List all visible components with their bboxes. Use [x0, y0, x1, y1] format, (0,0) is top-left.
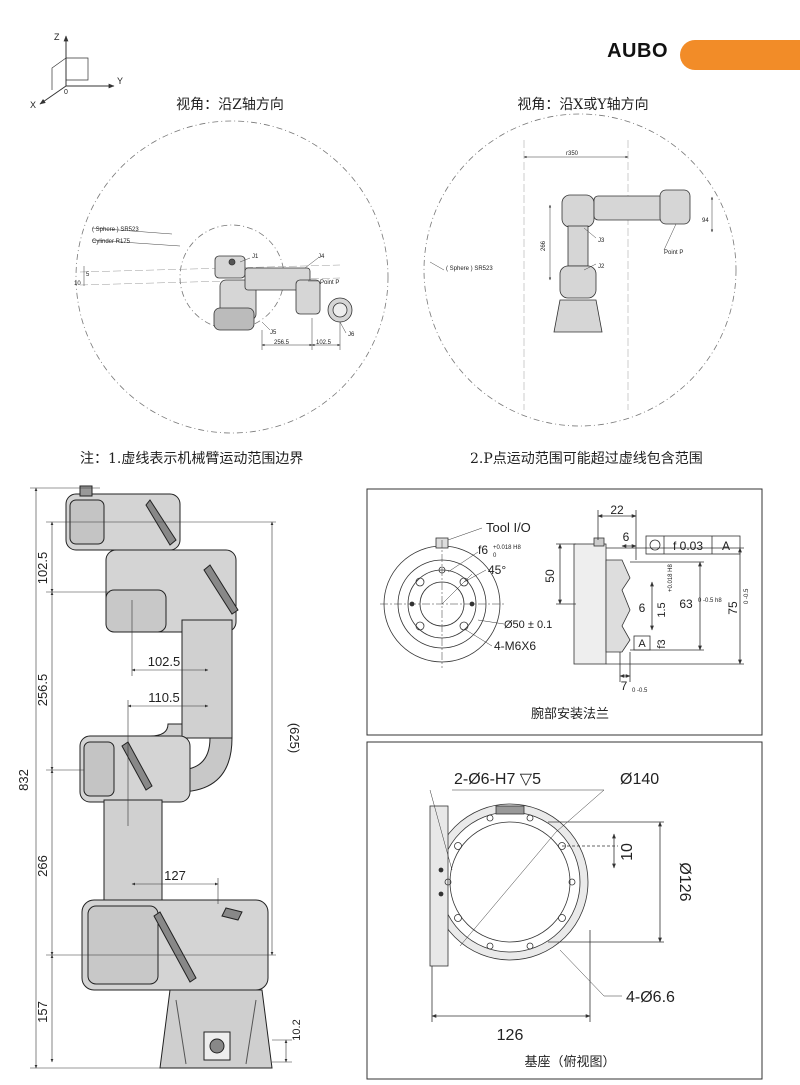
tolerance-value: f 0.03 [673, 539, 703, 553]
dim-157-vertical: 157 [35, 1001, 50, 1023]
j6-label: J6 [348, 332, 355, 338]
reach-sphere-boundary [75, 120, 389, 434]
dim-22-label: 22 [610, 503, 624, 517]
geometric-tolerance-frame [633, 535, 741, 651]
left-cylinder-label: Cylinder R175 [92, 239, 131, 245]
robot-side-view [30, 485, 292, 1069]
dim-126-label: 126 [497, 1027, 524, 1044]
dim-102-5-top-label: 102.5 [316, 340, 332, 346]
angle-45-label: 45° [488, 563, 506, 577]
base-panel-frame [366, 741, 763, 1080]
tool-io-label: Tool I/O [486, 520, 531, 535]
dim-94-label: 94 [702, 218, 709, 224]
dia126-label: Ø126 [676, 862, 693, 901]
left-top-view [75, 120, 389, 434]
dim-5-label: 5 [86, 272, 90, 278]
dim-63-label: 63 [679, 597, 693, 611]
dim-7-tolerance: 0 -0.5 [632, 688, 648, 694]
left-view-caption: 视角：沿Z轴方向 [176, 97, 284, 113]
right-top-view [423, 113, 737, 427]
dim-1-5-tolerance: +0.018 H8 [668, 563, 674, 592]
dim-127-horizontal: 127 [164, 868, 186, 883]
f6-tolerance-high: +0.018 H8 [493, 545, 522, 551]
dim-10-base-label: 10 [619, 843, 636, 861]
j1-label: J1 [252, 254, 259, 260]
left-point-p-label: Point P [320, 280, 339, 286]
dim-256-5-top-label: 256.5 [274, 340, 290, 346]
dim-102-5-vertical: 102.5 [35, 552, 50, 585]
flange-caption: 腕部安装法兰 [531, 706, 609, 722]
axis-z-label: Z [54, 32, 60, 42]
dim-75-label: 75 [726, 601, 740, 615]
dim-110-5-horizontal: 110.5 [148, 690, 180, 705]
dim-50-label: 50 [543, 569, 557, 583]
flange-front-view [380, 527, 505, 668]
dim-6-top-label: 6 [623, 530, 630, 544]
base-caption: 基座（俯视图） [524, 1054, 615, 1070]
right-reach-sphere-boundary [423, 113, 737, 427]
f6-label: f6 [478, 543, 488, 557]
dim-10-2-vertical: 10.2 [291, 1019, 303, 1040]
dim-10-label: 10 [74, 281, 81, 287]
holes-h7-label: 2-Ø6-H7 ▽5 [454, 771, 541, 788]
brand-logo-text: AUBO [607, 40, 668, 62]
dim-256-5-vertical: 256.5 [35, 674, 50, 707]
brand-logo-pill [680, 40, 800, 70]
axes-icon [39, 35, 115, 105]
flange-side-view [556, 510, 744, 682]
dim-625-vertical: (625) [287, 723, 302, 753]
j2-label: J2 [598, 264, 605, 270]
datum-a-label: A [638, 638, 646, 650]
axis-y-label: Y [117, 76, 123, 86]
tolerance-datum-ref: A [722, 539, 730, 553]
robot-top-view [213, 255, 353, 331]
r350-label: r350 [566, 151, 579, 157]
m6-holes-label: 4-M6X6 [494, 639, 536, 653]
note-2: 2.P点运动范围可能超过虚线包含范围 [470, 450, 703, 467]
j3-label: J3 [598, 238, 605, 244]
dim-6-label: 6 [639, 601, 646, 615]
dia140-label: Ø140 [620, 771, 659, 788]
j4-label: J4 [318, 254, 325, 260]
dim-1-5-label: 1.5 [656, 602, 668, 617]
right-sphere-label: ( Sphere ) SR523 [446, 266, 493, 272]
dim-102-5-horizontal: 102.5 [148, 654, 181, 669]
note-1: 注：1.虚线表示机械臂运动范围边界 [80, 450, 303, 467]
right-point-p-label: Point P [664, 250, 683, 256]
dia50-label: Ø50 ± 0.1 [504, 619, 552, 631]
holes-6-6-label: 4-Ø6.6 [626, 989, 675, 1006]
dim-75-tolerance: 0 -0.5 [744, 588, 750, 604]
dim-7-label: 7 [621, 679, 628, 693]
dim-f3-label: f3 [656, 639, 668, 648]
left-sphere-label: ( Sphere ) SR523 [92, 227, 139, 233]
base-top-view [429, 789, 664, 1022]
dim-266-vertical: 266 [35, 855, 50, 877]
j5-label: J5 [270, 330, 277, 336]
flange-panel-frame [366, 488, 763, 736]
right-view-caption: 视角：沿X或Y轴方向 [517, 97, 648, 113]
dim-266-top-label: 266 [541, 240, 547, 251]
dim-832-total: 832 [16, 769, 31, 791]
robot-side-mini [553, 189, 691, 333]
dim-63-tolerance: 0 -0.5 h8 [698, 598, 722, 604]
f6-tolerance-low: 0 [493, 553, 497, 559]
axis-origin-label: 0 [64, 89, 68, 96]
axis-x-label: X [30, 100, 36, 110]
